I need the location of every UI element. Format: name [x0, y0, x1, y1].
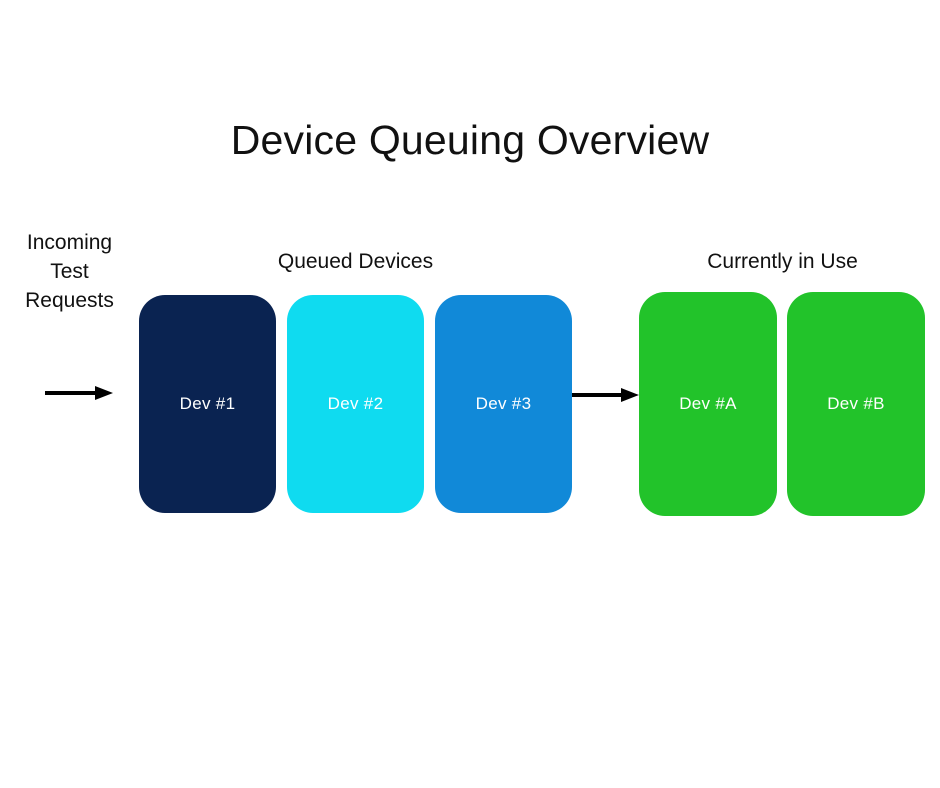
- incoming-requests-line-3: Requests: [25, 289, 114, 312]
- device-card-label: Dev #3: [475, 394, 532, 413]
- device-card-label: Dev #B: [827, 394, 885, 413]
- incoming-requests-line-2: Test: [50, 260, 89, 283]
- device-card-dev-2[interactable]: Dev #2: [287, 295, 424, 513]
- incoming-requests-label: Incoming Test Requests: [0, 228, 139, 315]
- incoming-requests-group: Incoming Test Requests: [0, 228, 139, 315]
- device-card-label: Dev #2: [327, 394, 384, 413]
- section-header-in-use: Currently in Use: [707, 250, 858, 273]
- device-card-dev-b[interactable]: Dev #B: [787, 292, 925, 516]
- incoming-requests-line-1: Incoming: [26, 231, 113, 254]
- device-card-label: Dev #1: [179, 394, 236, 413]
- device-card-dev-1[interactable]: Dev #1: [139, 295, 276, 513]
- arrow-right-icon: [45, 385, 113, 401]
- device-card-dev-a[interactable]: Dev #A: [639, 292, 777, 516]
- device-card-label: Dev #A: [679, 394, 737, 413]
- section-header-queued: Queued Devices: [277, 250, 434, 273]
- page-title: Device Queuing Overview: [230, 117, 710, 163]
- arrow-right-icon: [572, 387, 639, 403]
- device-card-dev-3[interactable]: Dev #3: [435, 295, 572, 513]
